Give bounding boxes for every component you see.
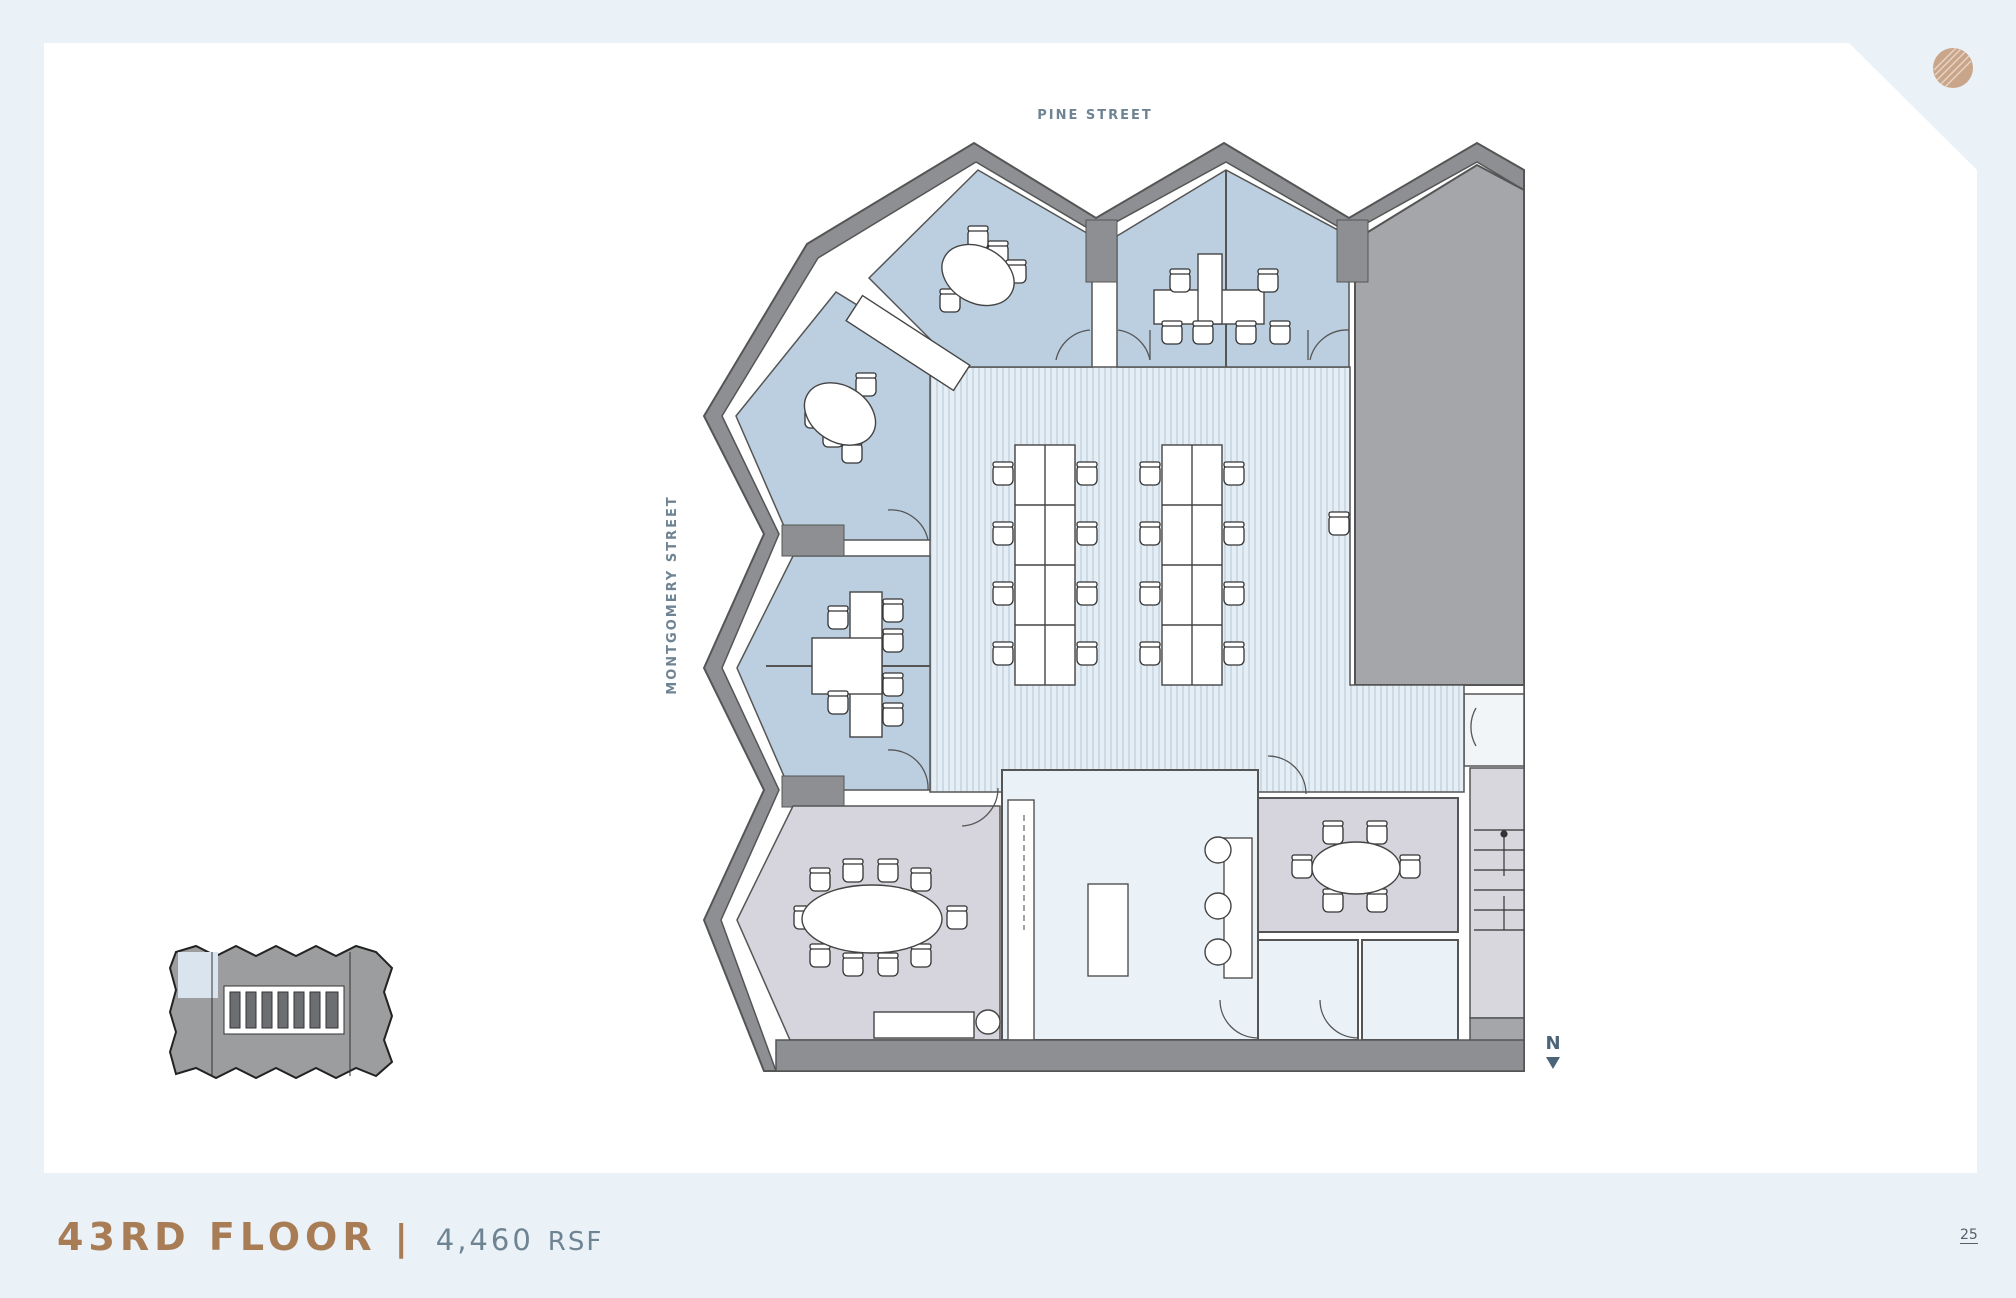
street-label-pine: PINE STREET [1037, 108, 1153, 123]
floor-plan [702, 141, 1525, 1072]
brand-logo-icon [1933, 47, 1973, 88]
floor-title: 43RD FLOOR | 4,460 RSF [57, 1215, 603, 1259]
key-plan [168, 944, 394, 1080]
title-separator: | [394, 1218, 408, 1259]
page-number: 25 [1960, 1227, 1978, 1244]
area-unit: RSF [547, 1227, 604, 1257]
storage-room-2 [1361, 939, 1459, 1041]
floor-label: 43RD FLOOR [57, 1215, 377, 1259]
north-arrow-icon: N [1545, 1033, 1561, 1069]
building-core [1354, 163, 1525, 686]
elevator-lobby [1469, 767, 1525, 1019]
street-label-montgomery: MONTGOMERY STREET [665, 495, 680, 694]
stairwell [1474, 829, 1524, 931]
svg-text:N: N [1545, 1033, 1560, 1054]
area-value: 4,460 [435, 1223, 534, 1257]
workstations [811, 253, 1265, 738]
storage-room-1 [1257, 939, 1359, 1041]
